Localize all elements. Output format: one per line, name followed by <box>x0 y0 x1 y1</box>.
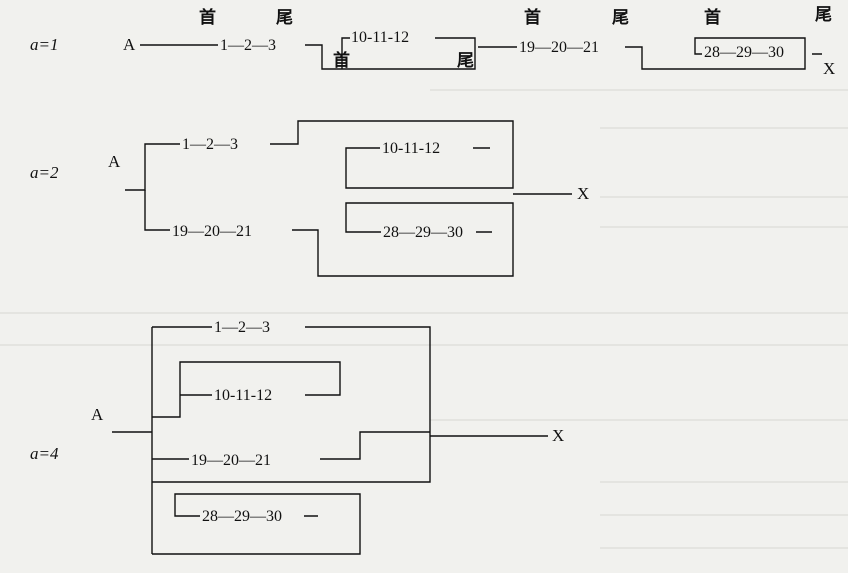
group-1-3-a1: 1—2—3 <box>220 37 276 54</box>
head-label-2: 首 <box>524 7 541 27</box>
row-label-a1: a=1 <box>30 35 58 54</box>
diagram-a4: a=4 A 1—2—3 10-11-12 19—20—21 28—29—30 X <box>30 319 564 555</box>
wire-a2-upper <box>125 120 514 191</box>
tail-label-3: 尾 <box>815 5 832 24</box>
end-node-a4: X <box>552 426 564 445</box>
row-label-a2: a=2 <box>30 163 59 182</box>
tail-label-1: 尾 <box>276 8 293 27</box>
group-10-12-a1: 10-11-12 <box>351 29 409 46</box>
group-10-12-a2: 10-11-12 <box>382 140 440 157</box>
group-19-21-a1: 19—20—21 <box>519 39 599 56</box>
group-1-3-a2: 1—2—3 <box>182 136 238 153</box>
start-node-a4: A <box>91 405 104 424</box>
wire-a1-loop2 <box>478 37 822 70</box>
start-node-a2: A <box>108 152 121 171</box>
wire-a4-bus <box>112 326 431 554</box>
row-label-a4: a=4 <box>30 444 59 463</box>
group-28-30-a4: 28—29—30 <box>202 508 282 525</box>
diagram-a2: a=2 A 1—2—3 10-11-12 19—20—21 28—29—30 X <box>30 120 589 277</box>
group-19-21-a2: 19—20—21 <box>172 223 252 240</box>
head-label-1: 首 <box>199 7 216 27</box>
head-label-3: 首 <box>704 7 721 27</box>
wire-a4-loop-19 <box>152 431 430 460</box>
group-1-3-a4: 1—2—3 <box>214 319 270 336</box>
end-node-a1: X <box>823 59 835 78</box>
group-28-30-a2: 28—29—30 <box>383 224 463 241</box>
group-10-12-a4: 10-11-12 <box>214 387 272 404</box>
start-node-a1: A <box>123 35 136 54</box>
wire-a4-loop-10 <box>152 361 341 418</box>
group-19-21-a4: 19—20—21 <box>191 452 271 469</box>
diagram-a1: a=1 A 1—2—3 10-11-12 19—20—21 28—29—30 X… <box>30 5 835 78</box>
tail-label-4: 尾 <box>457 51 474 70</box>
wire-a2-lower <box>144 190 514 277</box>
group-28-30-a1: 28—29—30 <box>704 44 784 61</box>
tail-label-2: 尾 <box>612 8 629 27</box>
wire-a4-loop-28 <box>152 493 361 555</box>
background-lines <box>0 89 848 549</box>
end-node-a2: X <box>577 184 589 203</box>
wire-a1-loop1 <box>305 37 476 70</box>
